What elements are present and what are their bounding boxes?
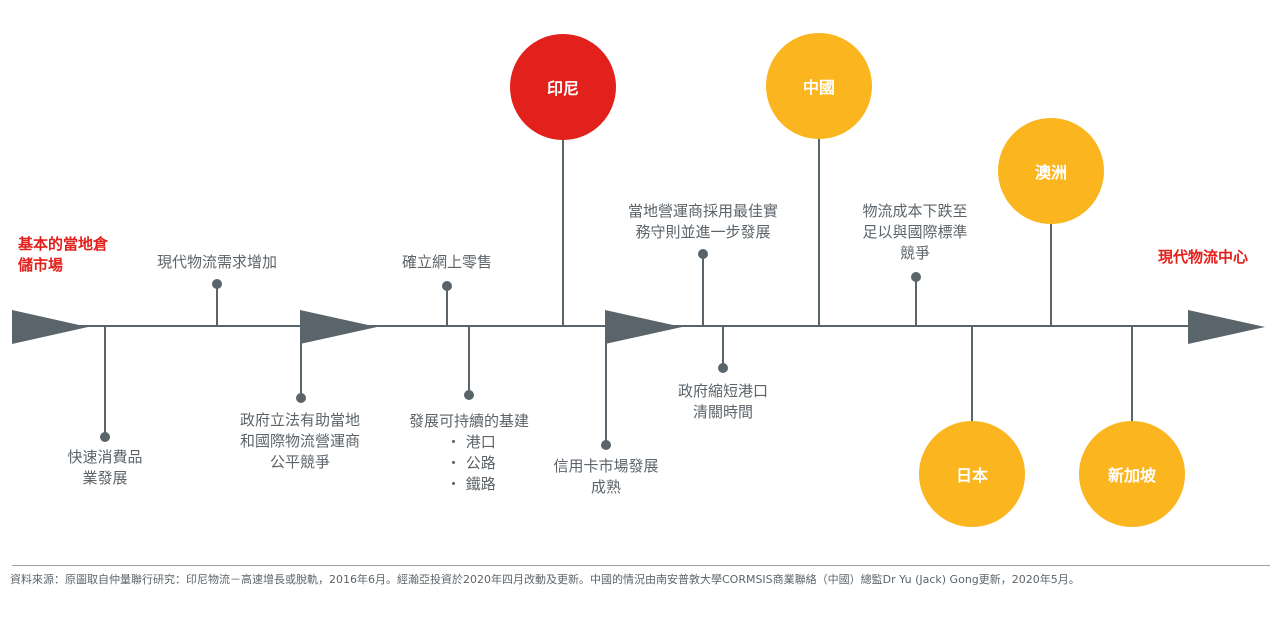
event-port-clearance: 政府縮短港口 清關時間 bbox=[677, 382, 769, 421]
footer-divider bbox=[12, 565, 1270, 566]
stem bbox=[104, 326, 106, 436]
country-japan: 日本 bbox=[919, 421, 1025, 527]
arrow-end bbox=[1188, 310, 1265, 344]
list-item: ・ 港口 bbox=[446, 433, 496, 451]
infrastructure-list: ・ 港口 ・ 公路 ・ 鐵路 bbox=[446, 432, 496, 495]
flag-2 bbox=[300, 310, 377, 344]
country-singapore: 新加坡 bbox=[1079, 421, 1185, 527]
country-china: 中國 bbox=[766, 33, 872, 139]
stem bbox=[722, 326, 724, 368]
event-credit-card: 信用卡市場發展 成熟 bbox=[553, 457, 659, 496]
country-indonesia: 印尼 bbox=[510, 34, 616, 140]
event-infrastructure: 發展可持續的基建 bbox=[408, 412, 530, 430]
event-legislation: 政府立法有助當地 和國際物流營運商 公平競爭 bbox=[239, 411, 361, 471]
flag-3 bbox=[605, 310, 682, 344]
marker-dot bbox=[100, 432, 110, 442]
stem bbox=[702, 255, 704, 326]
stem bbox=[562, 130, 564, 326]
marker-dot bbox=[212, 279, 222, 289]
stem bbox=[971, 326, 973, 426]
stem bbox=[468, 326, 470, 395]
marker-dot bbox=[296, 393, 306, 403]
country-australia: 澳洲 bbox=[998, 118, 1104, 224]
stem bbox=[818, 130, 820, 326]
start-label: 基本的當地倉 儲市場 bbox=[18, 235, 109, 274]
stem bbox=[216, 285, 218, 326]
event-best-practice: 當地營運商採用最佳實 務守則並進一步發展 bbox=[627, 202, 779, 241]
event-demand: 現代物流需求增加 bbox=[156, 253, 278, 271]
marker-dot bbox=[464, 390, 474, 400]
flag-start bbox=[12, 310, 88, 344]
end-label: 現代物流中心 bbox=[1158, 248, 1249, 266]
marker-dot bbox=[698, 249, 708, 259]
event-cost-decline: 物流成本下跌至 足以與國際標準 競爭 bbox=[862, 202, 968, 262]
marker-dot bbox=[911, 272, 921, 282]
event-fmcg: 快速消費品 業發展 bbox=[67, 448, 143, 487]
marker-dot bbox=[718, 363, 728, 373]
source-note: 資料來源：原圖取自仲量聯行研究：印尼物流－高速增長或脫軌，2016年6月。經瀚亞… bbox=[10, 573, 1080, 586]
stem bbox=[915, 278, 917, 326]
stem bbox=[1050, 215, 1052, 326]
marker-dot bbox=[442, 281, 452, 291]
stem bbox=[1131, 326, 1133, 426]
stem bbox=[300, 326, 302, 398]
marker-dot bbox=[601, 440, 611, 450]
list-item: ・ 鐵路 bbox=[446, 475, 496, 493]
flags bbox=[12, 310, 1265, 344]
event-eretail: 確立網上零售 bbox=[401, 253, 493, 271]
stem bbox=[605, 326, 607, 445]
stem bbox=[446, 287, 448, 326]
list-item: ・ 公路 bbox=[446, 454, 496, 472]
